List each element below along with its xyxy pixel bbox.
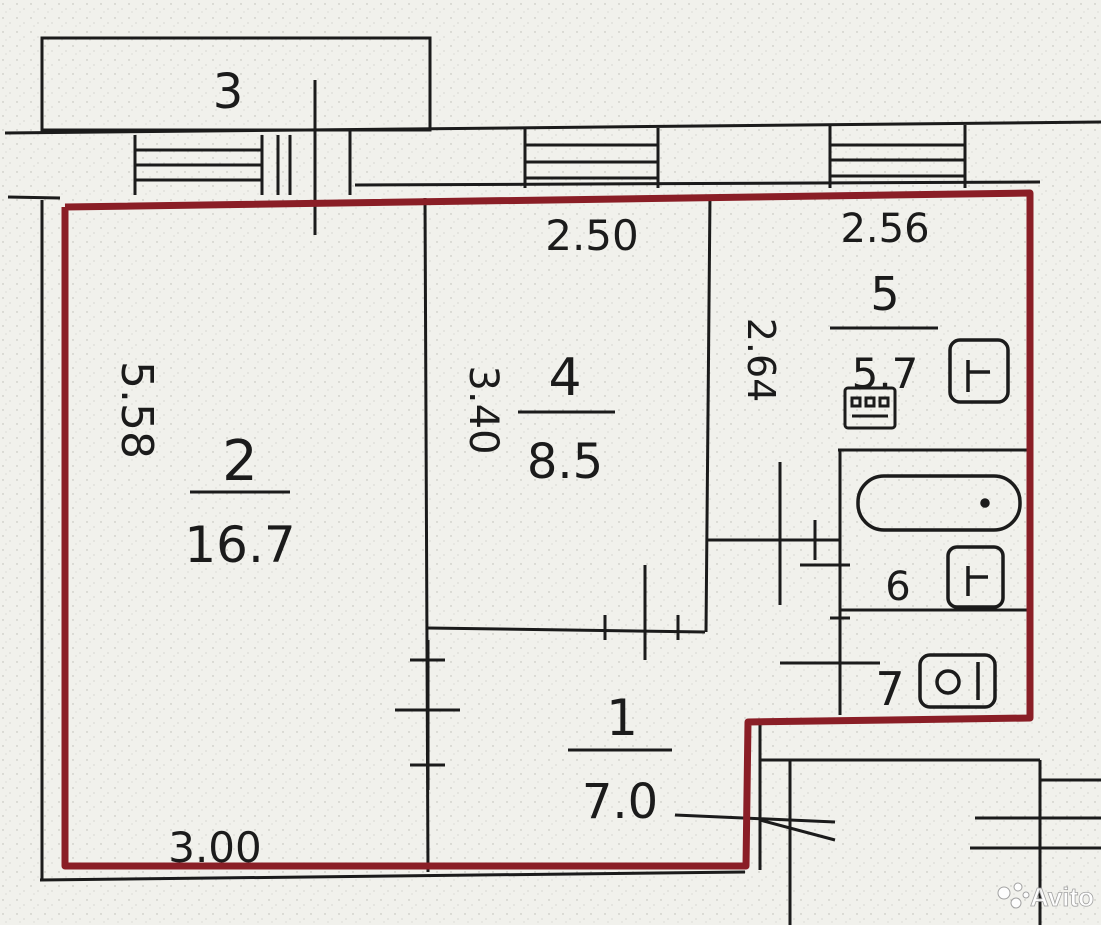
svg-text:Avito: Avito xyxy=(1030,882,1094,912)
room-3-label: 3 xyxy=(213,64,244,120)
dim-room4-height: 3.40 xyxy=(460,365,506,454)
apartment-outline xyxy=(61,189,1034,870)
room-5-label: 5 5.7 xyxy=(830,267,938,398)
room-1-number: 1 xyxy=(606,689,638,747)
room-5-area: 5.7 xyxy=(852,349,919,398)
svg-text:6: 6 xyxy=(885,564,910,610)
toilet-icon xyxy=(918,653,997,709)
avito-watermark: Avito xyxy=(997,882,1094,912)
bathtub-icon xyxy=(856,474,1022,532)
room-5-number: 5 xyxy=(870,267,899,321)
dim-room2-height: 5.58 xyxy=(111,361,162,459)
dim-room5-width: 2.56 xyxy=(840,206,929,252)
window-left xyxy=(133,80,352,235)
room-4-area: 8.5 xyxy=(527,434,603,490)
room-2-number: 2 xyxy=(222,429,258,494)
window-right xyxy=(828,125,967,188)
outer-wall-lines xyxy=(4,120,1101,882)
svg-text:3: 3 xyxy=(213,64,244,120)
kitchen-sink-icon xyxy=(948,338,1010,404)
dim-room4-width: 2.50 xyxy=(545,211,639,260)
room-1-label: 1 7.0 xyxy=(568,689,672,830)
window-middle xyxy=(523,128,660,188)
avito-logo-icon xyxy=(997,882,1030,909)
room-4-number: 4 xyxy=(548,348,581,408)
dim-room2-width: 3.00 xyxy=(168,823,262,872)
bathroom-sink-icon xyxy=(946,545,1005,609)
room-6-label: 6 xyxy=(885,564,910,610)
stove-icon xyxy=(843,386,897,430)
room-7-label: 7 xyxy=(875,662,904,716)
room-1-area: 7.0 xyxy=(582,774,658,830)
door-marks xyxy=(395,565,1101,850)
dim-room5-height: 2.64 xyxy=(739,318,783,403)
room-2-label: 2 16.7 xyxy=(184,429,295,574)
room-2-area: 16.7 xyxy=(184,516,295,574)
room-4-label: 4 8.5 xyxy=(518,348,615,490)
svg-text:7: 7 xyxy=(875,662,904,716)
